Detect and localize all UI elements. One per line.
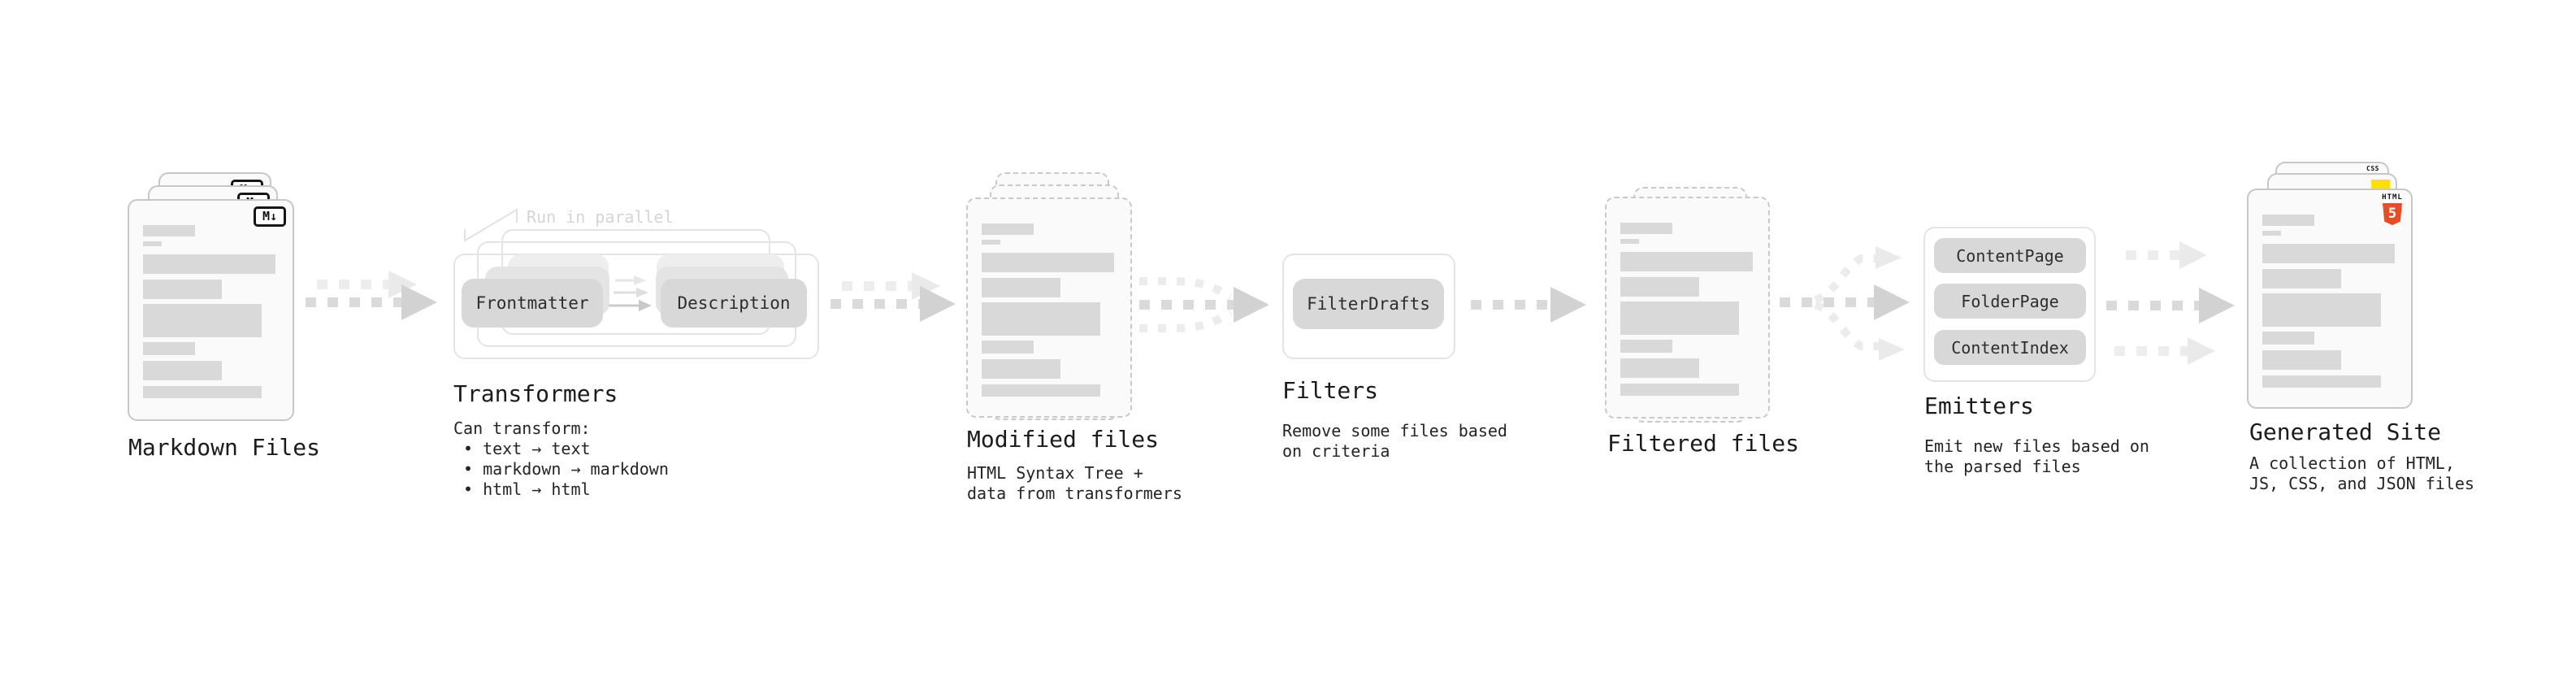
doc-line [982,359,1060,379]
doc-line [982,240,1000,245]
doc-line [1620,239,1639,244]
doc-line [982,253,1114,272]
doc-line [1620,301,1739,335]
doc-line [1620,223,1672,234]
arrow-filters-to-filtered-icon [1471,287,1586,323]
arrows-emitters-to-generated-icon [2106,241,2235,365]
filters-title: Filters [1282,377,1379,404]
filtered-file-page-front [1605,197,1770,419]
doc-content-lines [1620,223,1753,396]
doc-line [2262,293,2381,327]
doc-line [1620,384,1739,396]
doc-line [2262,231,2281,236]
arrow-markdown-to-transformers-icon [306,271,437,320]
generated-site-title: Generated Site [2249,419,2442,445]
arrow-merge-modified-to-filters-icon [1139,277,1269,332]
markdown-file-page-front: M↓ [128,199,294,421]
doc-line [143,361,222,380]
doc-line [2262,244,2395,263]
filterdrafts-pill: FilterDrafts [1293,279,1444,329]
doc-line [143,254,275,274]
modified-files-subtitle-line: data from transformers [967,484,1182,503]
doc-line [143,304,262,337]
doc-line [982,340,1034,354]
emitters-subtitle-line: the parsed files [1924,457,2081,476]
doc-line [143,225,195,236]
contentpage-pill: ContentPage [1934,238,2086,273]
doc-line [982,223,1034,235]
doc-line [2262,375,2381,388]
transformers-title: Transformers [453,380,618,407]
doc-line [2262,332,2314,345]
modified-files-title: Modified files [967,426,1160,453]
arrow-fanout-filtered-to-emitters-icon [1780,246,1910,361]
doc-line [982,278,1060,297]
markdown-icon: M↓ [254,206,286,227]
doc-content-lines [2262,215,2395,388]
doc-line [143,386,262,398]
can-transform-heading: Can transform: [453,419,591,438]
transform-bullet: • text → text [463,439,591,458]
frontmatter-to-description-arrows-icon [609,275,652,311]
description-pill: Description [661,279,807,327]
transform-bullet: • markdown → markdown [463,459,669,479]
doc-line [1620,358,1699,378]
contentindex-pill: ContentIndex [1934,330,2086,365]
generated-site-subtitle-line: A collection of HTML, [2249,453,2455,473]
doc-line [143,280,222,299]
doc-line [2262,215,2314,226]
modified-file-page-front [966,197,1132,418]
html5-icon: HTML 5 [2382,194,2403,225]
emitters-title: Emitters [1924,393,2034,419]
doc-line [2262,350,2341,370]
emitters-subtitle: Emit new files based on the parsed files [1924,436,2149,477]
doc-line [2262,269,2341,288]
js-icon [2371,180,2390,189]
doc-line [143,241,162,246]
filtered-files-title: Filtered files [1607,430,1800,457]
doc-line [1620,340,1672,353]
doc-content-lines [982,223,1114,397]
doc-line [1620,277,1699,297]
transform-bullet: • html → html [463,479,591,499]
markdown-files-title: Markdown Files [128,434,321,461]
doc-content-lines [143,225,275,398]
run-in-parallel-leader-line [464,208,518,242]
run-in-parallel-note: Run in parallel [527,207,674,227]
frontmatter-pill: Frontmatter [462,279,603,327]
doc-line [982,302,1100,336]
generated-site-subtitle-line: JS, CSS, and JSON files [2249,474,2474,493]
arrow-transformers-to-modified-icon [830,272,956,322]
doc-line [1620,252,1753,271]
filters-subtitle: Remove some files based on criteria [1282,421,1507,462]
html5-shield: 5 [2383,203,2402,225]
generated-site-subtitle: A collection of HTML, JS, CSS, and JSON … [2249,453,2474,494]
filters-subtitle-line: Remove some files based [1282,421,1507,440]
generated-page-html: HTML 5 [2247,189,2413,409]
emitters-subtitle-line: Emit new files based on [1924,436,2149,456]
modified-files-subtitle: HTML Syntax Tree + data from transformer… [967,463,1182,504]
folderpage-pill: FolderPage [1934,284,2086,319]
filters-subtitle-line: on criteria [1282,441,1390,461]
doc-line [982,384,1100,397]
doc-line [143,342,195,355]
modified-files-subtitle-line: HTML Syntax Tree + [967,463,1143,483]
transformer-box-front [453,254,819,359]
transformers-description: Can transform: • text → text • markdown … [453,419,669,500]
